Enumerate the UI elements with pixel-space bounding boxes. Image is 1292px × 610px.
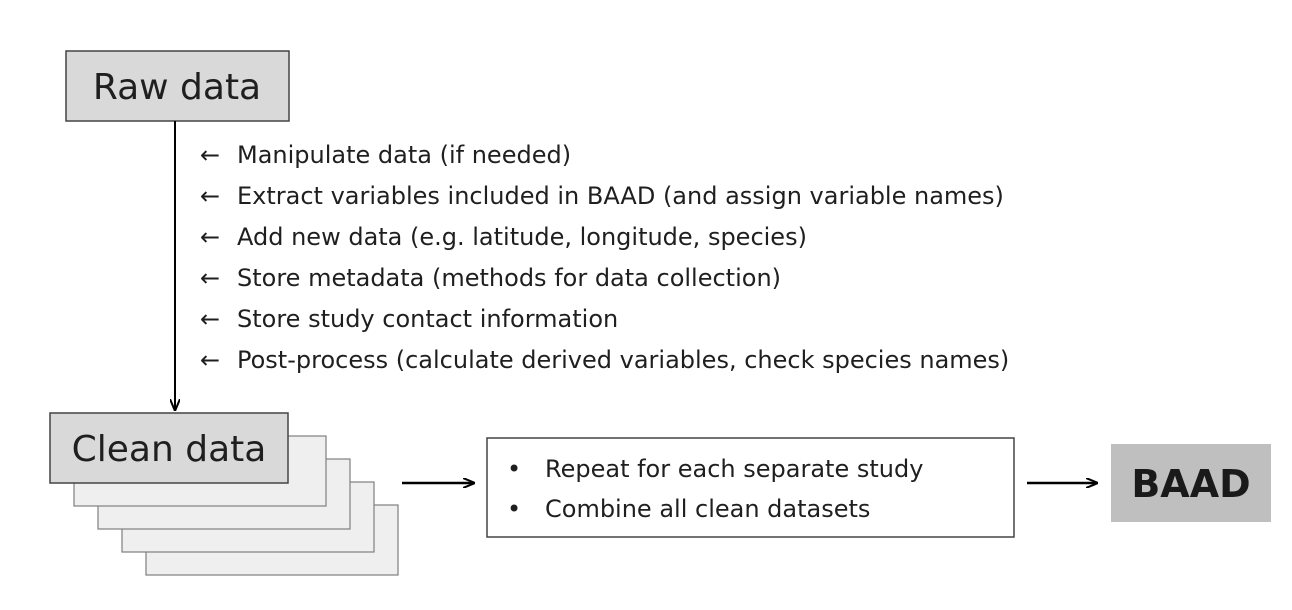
baad-output-box: BAAD xyxy=(1111,444,1271,522)
step-text: Store metadata (methods for data collect… xyxy=(237,264,781,292)
clean-data-box xyxy=(49,412,289,484)
step-text: Add new data (e.g. latitude, longitude, … xyxy=(237,223,807,251)
raw-data-box: Raw data xyxy=(65,50,290,122)
step-item: ← Add new data (e.g. latitude, longitude… xyxy=(200,223,807,251)
step-item: ← Store study contact information xyxy=(200,305,618,333)
step-arrow-icon: ← xyxy=(200,141,220,169)
clean-data-label: Clean data xyxy=(72,429,267,470)
raw-data-label: Raw data xyxy=(93,67,261,108)
baad-label: BAAD xyxy=(1131,462,1250,506)
step-text: Store study contact information xyxy=(237,305,618,333)
step-arrow-icon: ← xyxy=(200,264,220,292)
step-item: ← Store metadata (methods for data colle… xyxy=(200,264,781,292)
bullet-icon: • xyxy=(507,495,521,523)
step-arrow-icon: ← xyxy=(200,305,220,333)
step-arrow-icon: ← xyxy=(200,346,220,374)
step-item: ← Extract variables included in BAAD (an… xyxy=(200,182,1004,210)
processing-steps: ← Manipulate data (if needed) ← Extract … xyxy=(200,141,1009,374)
step-arrow-icon: ← xyxy=(200,223,220,251)
bullet-icon: • xyxy=(507,455,521,483)
process-item: Repeat for each separate study xyxy=(545,455,923,483)
step-arrow-icon: ← xyxy=(200,182,220,210)
step-text: Manipulate data (if needed) xyxy=(237,141,571,169)
step-text: Extract variables included in BAAD (and … xyxy=(237,182,1004,210)
step-item: ← Manipulate data (if needed) xyxy=(200,141,571,169)
process-box: • Repeat for each separate study • Combi… xyxy=(486,437,1015,538)
process-item: Combine all clean datasets xyxy=(545,495,870,523)
clean-data-stack: Clean data xyxy=(49,412,399,576)
step-text: Post-process (calculate derived variable… xyxy=(237,346,1009,374)
step-item: ← Post-process (calculate derived variab… xyxy=(200,346,1009,374)
